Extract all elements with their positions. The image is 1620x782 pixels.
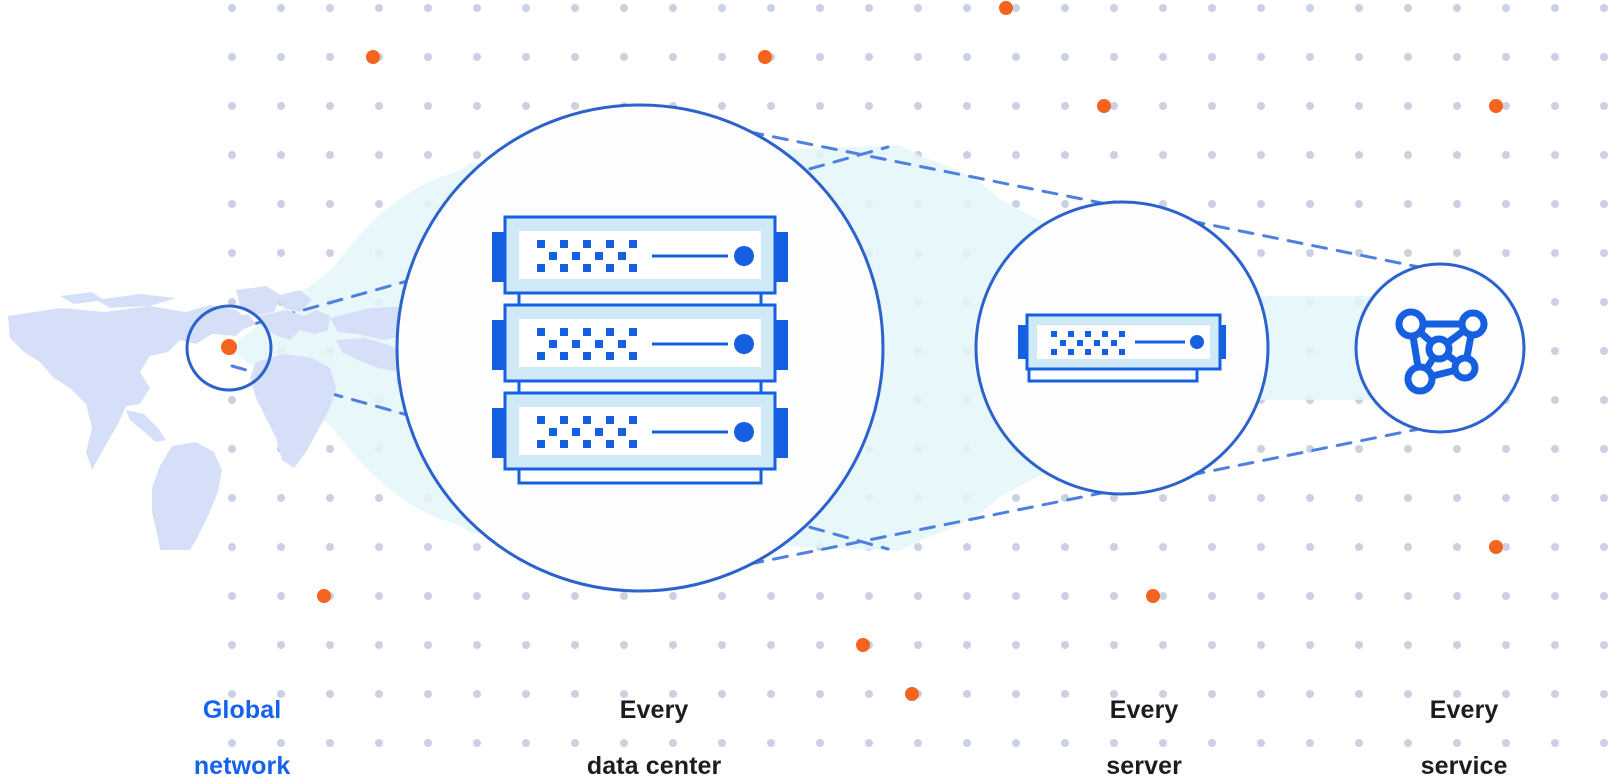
server-rack-icon bbox=[492, 215, 788, 485]
stage-label-global-network: Global network bbox=[128, 668, 328, 782]
stage-label-line2: network bbox=[193, 752, 291, 780]
stage-label-data-center: Every data center bbox=[540, 668, 740, 782]
stage-label-server: Every server bbox=[1030, 668, 1230, 782]
stage-label-line2: server bbox=[1106, 752, 1182, 780]
highlight-dots bbox=[317, 1, 1503, 701]
stage-label-service: Every service bbox=[1350, 668, 1550, 782]
dashed-connector-lines bbox=[230, 120, 1426, 576]
server-unit bbox=[492, 215, 788, 307]
stage-label-line2: service bbox=[1420, 752, 1508, 780]
stage-label-line1: Every bbox=[1109, 696, 1179, 724]
stage-label-line1: Every bbox=[1429, 696, 1499, 724]
server-unit bbox=[492, 303, 788, 395]
map-pin-circle bbox=[185, 304, 273, 392]
stage-label-line1: Every bbox=[619, 696, 689, 724]
single-server-icon bbox=[1018, 313, 1226, 383]
network-node-dots bbox=[1395, 308, 1488, 395]
server-unit bbox=[492, 391, 788, 485]
stage-label-line1: Global bbox=[202, 696, 282, 724]
stage-label-line2: data center bbox=[586, 752, 722, 780]
